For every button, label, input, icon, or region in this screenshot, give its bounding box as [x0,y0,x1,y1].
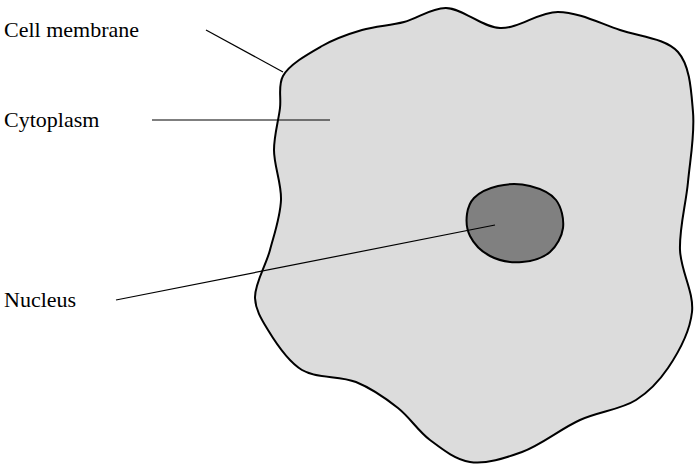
leader-line [206,30,283,72]
cell-outline [255,8,693,463]
nucleus-shape [467,184,564,262]
leader-line [116,225,495,300]
part-label: Nucleus [4,286,76,314]
part-label: Cell membrane [4,16,139,44]
part-label: Cytoplasm [4,106,99,134]
leader-line [152,119,330,120]
